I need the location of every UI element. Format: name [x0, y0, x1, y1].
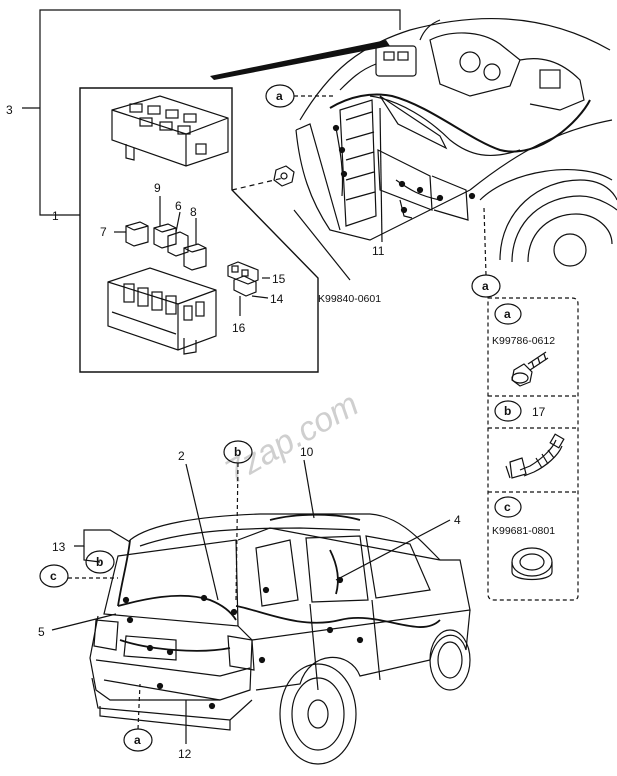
svg-text:a: a — [134, 733, 141, 747]
callout-7: 7 — [100, 225, 107, 239]
engine-bay-illustration — [210, 18, 617, 267]
callout-15: 15 — [272, 272, 286, 286]
relay-icon-6 — [167, 231, 189, 257]
svg-text:b: b — [96, 555, 103, 569]
svg-text:b: b — [504, 404, 511, 418]
callout-bracket-3 — [22, 9, 401, 216]
nut-icon — [273, 165, 295, 187]
grommet-icon — [511, 547, 553, 581]
legend-item-a: a K99786-0612 — [492, 303, 555, 347]
relay-icon-9 — [153, 223, 177, 249]
legend-item-c: c K99681-0801 — [492, 496, 555, 537]
legend-panel — [487, 297, 579, 601]
callout-13: 13 — [52, 540, 66, 554]
callout-9: 9 — [154, 181, 161, 195]
legend-item-b: b 17 — [494, 400, 546, 422]
bolt-icon — [511, 351, 549, 387]
part-number-harness-main: K99840-0601 — [318, 293, 381, 305]
marker-a-bottom-right: a — [471, 207, 501, 298]
relay-icon-7 — [125, 221, 149, 247]
marker-a-rear-bumper: a — [123, 683, 153, 752]
callout-4: 4 — [454, 513, 461, 527]
callout-2: 2 — [178, 449, 185, 463]
legend-a-part-number: K99786-0612 — [492, 335, 555, 347]
marker-a-engine: a — [265, 84, 336, 108]
svg-text:c: c — [504, 500, 511, 514]
callout-14: 14 — [270, 292, 284, 306]
rear-vehicle-illustration — [89, 513, 471, 765]
relay-box-detail-frame — [79, 87, 319, 373]
marker-c-rear: c — [39, 564, 118, 588]
svg-text:b: b — [234, 445, 241, 459]
legend-b-number: 17 — [532, 405, 546, 419]
harness-connector-icon — [505, 433, 565, 479]
relay-box-cover-icon — [111, 95, 229, 167]
svg-text:a: a — [482, 279, 489, 293]
marker-b-rear-hatch: b — [85, 550, 115, 574]
fuse-icon — [227, 261, 259, 316]
callout-5: 5 — [38, 625, 45, 639]
callout-12: 12 — [178, 747, 192, 761]
svg-text:a: a — [276, 89, 283, 103]
svg-text:c: c — [50, 569, 57, 583]
callout-16: 16 — [232, 321, 246, 335]
svg-text:a: a — [504, 307, 511, 321]
callout-11: 11 — [372, 244, 385, 258]
legend-c-part-number: K99681-0801 — [492, 525, 555, 537]
callout-3: 3 — [6, 103, 13, 117]
callout-6: 6 — [175, 199, 182, 213]
callout-8: 8 — [190, 205, 197, 219]
relay-icon-8 — [183, 243, 207, 271]
callout-10: 10 — [300, 445, 314, 459]
watermark: 7zap.com — [218, 385, 365, 492]
callout-1: 1 — [52, 209, 59, 223]
detail-leader — [231, 177, 284, 191]
relay-box-base-icon — [107, 267, 217, 355]
marker-b-roof: b — [223, 440, 253, 601]
